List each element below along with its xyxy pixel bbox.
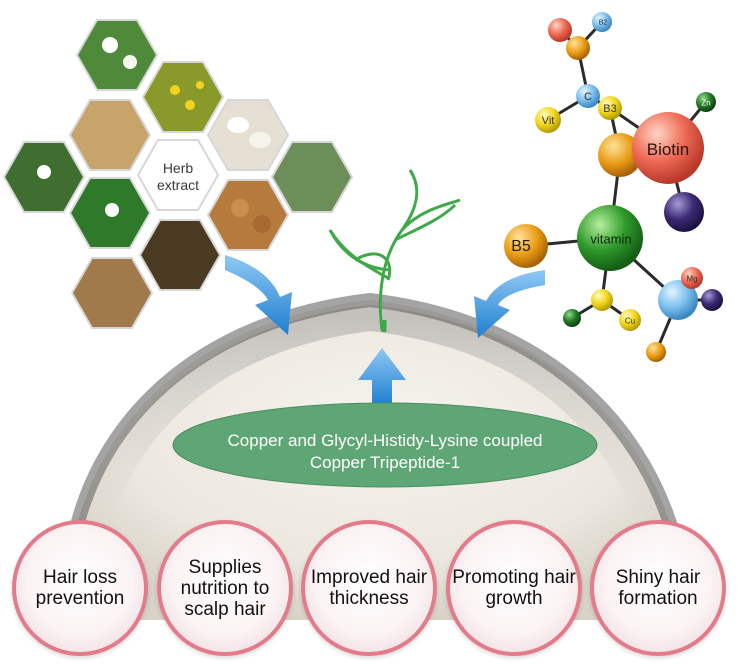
right-arrow	[474, 270, 545, 338]
cu-label: Cu	[624, 316, 636, 326]
zn-label: Zn	[701, 98, 711, 108]
vitamin-label: vitamin	[590, 231, 632, 247]
benefit-promoting-growth: Promoting hair growth	[446, 520, 582, 656]
benefit-label: Improved hair thickness	[310, 567, 428, 609]
b5-label: B5	[511, 238, 531, 255]
tripeptide-text: Copper and Glycyl-Histidy-Lysine coupled…	[185, 430, 585, 474]
up-arrow	[358, 348, 406, 405]
benefit-label: Supplies nutrition to scalp hair	[180, 556, 270, 620]
left-arrow	[225, 255, 292, 335]
benefit-supplies-nutrition: Supplies nutrition to scalp hair	[157, 520, 293, 656]
c-label: C	[584, 91, 592, 103]
benefit-shiny-hair: Shiny hair formation	[590, 520, 726, 656]
mg-label: Mg	[686, 274, 698, 284]
herb-hexagons	[2, 19, 354, 329]
tripeptide-line-2: Copper Tripeptide-1	[309, 453, 461, 472]
sprout-icon	[328, 169, 461, 332]
biotin-label: Biotin	[646, 140, 690, 159]
herb-extract-label: Herb extract	[156, 160, 199, 193]
benefit-hair-loss-prevention: Hair loss prevention	[12, 520, 148, 656]
b2-label: B2	[598, 19, 608, 27]
molecule-atoms	[504, 12, 723, 362]
vit-label: Vit	[541, 115, 555, 127]
tripeptide-line-1: Copper and Glycyl-Histidy-Lysine coupled	[227, 431, 543, 450]
benefit-label: Hair loss prevention	[35, 567, 125, 609]
benefit-label: Promoting hair growth	[452, 567, 576, 609]
tripeptide-ellipse	[172, 402, 598, 488]
b3-label: B3	[603, 103, 617, 115]
benefit-label: Shiny hair formation	[615, 567, 701, 609]
benefit-improved-thickness: Improved hair thickness	[301, 520, 437, 656]
